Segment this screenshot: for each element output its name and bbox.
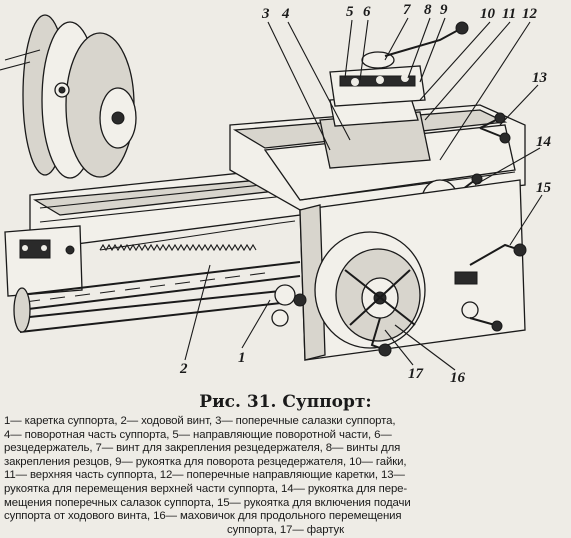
callout-6: 6 — [363, 4, 371, 20]
callout-15: 15 — [536, 180, 552, 196]
callout-11: 11 — [502, 6, 516, 22]
callout-12: 12 — [522, 6, 538, 22]
legend-line: 11— верхняя часть суппорта, 12— поперечн… — [4, 469, 405, 482]
legend-line: суппорта от ходового винта, 16— маховичо… — [4, 510, 402, 523]
legend-line: резцедержатель, 7— винт для закрепления … — [4, 442, 401, 455]
legend-line: 4— поворотная часть суппорта, 5— направл… — [4, 428, 392, 441]
callout-10: 10 — [480, 6, 496, 22]
callout-1: 1 — [238, 350, 246, 366]
callout-9: 9 — [440, 2, 448, 18]
callout-7: 7 — [403, 2, 411, 18]
callout-8: 8 — [424, 2, 432, 18]
chuck-drawing — [0, 14, 137, 179]
legend-line: мещения поперечных салазок суппорта, 15—… — [4, 496, 411, 509]
callout-5: 5 — [346, 4, 354, 20]
legend-line: 1— каретка суппорта, 2— ходовой винт, 3—… — [4, 415, 396, 427]
callout-16: 16 — [450, 370, 466, 386]
lathe-carriage-illustration: 1 2 3 4 5 6 7 8 9 10 11 12 13 14 15 16 1… — [0, 2, 552, 386]
legend-line: рукоятка для перемещения верхней части с… — [4, 482, 408, 495]
apron-drawing — [271, 179, 527, 361]
legend-line: суппорта, 17— фартук — [227, 523, 344, 536]
legend-line: закрепления резцов, 9— рукоятка для пово… — [4, 455, 407, 468]
figure-caption: Рис. 31. Суппорт: — [199, 392, 372, 412]
callout-14: 14 — [536, 134, 552, 150]
callout-13: 13 — [532, 70, 548, 86]
callout-2: 2 — [179, 361, 188, 377]
figure-legend: 1— каретка суппорта, 2— ходовой винт, 3—… — [4, 415, 567, 537]
callout-4: 4 — [281, 6, 290, 22]
lathe-bed-drawing — [4, 169, 301, 333]
callout-3: 3 — [261, 6, 270, 22]
callout-leaders — [184, 17, 543, 371]
callout-17: 17 — [408, 366, 424, 382]
